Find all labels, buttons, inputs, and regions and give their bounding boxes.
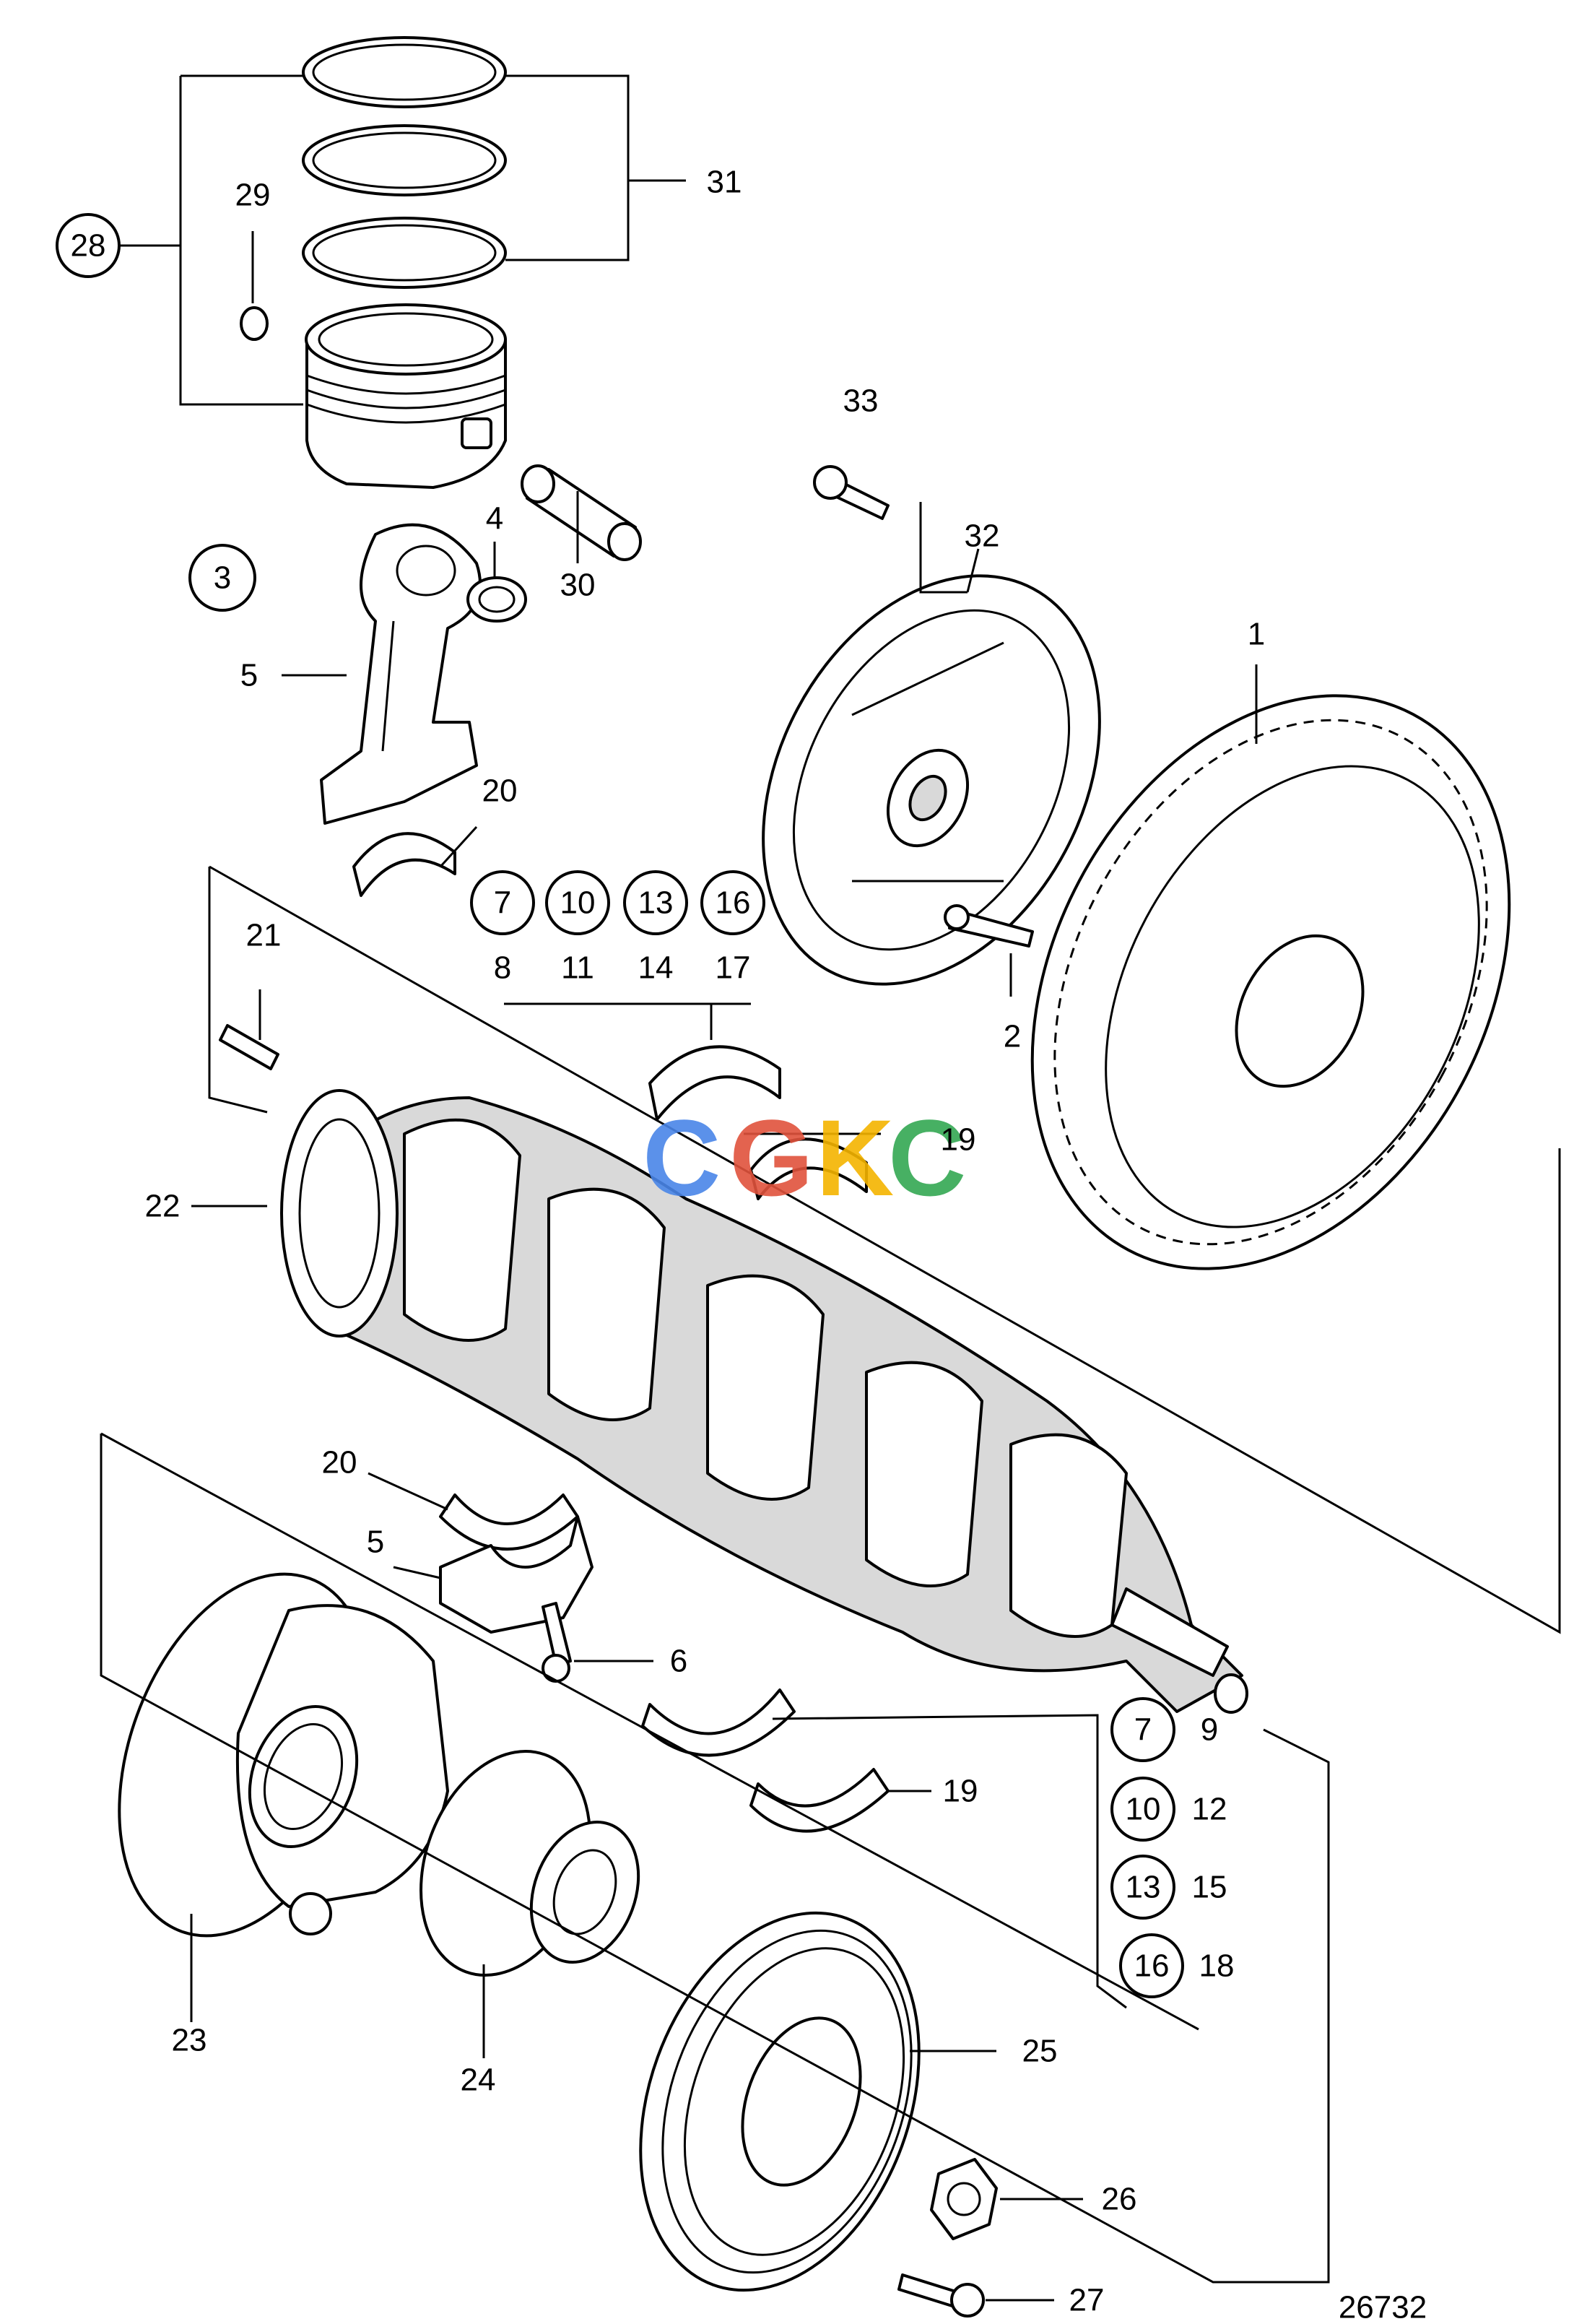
callout-31: 31 <box>707 165 742 200</box>
callout-30: 30 <box>560 568 596 603</box>
front-cover <box>118 1572 449 1938</box>
callout-22: 22 <box>145 1189 181 1224</box>
callout-28: 28 <box>71 228 106 264</box>
flexplate-bolt <box>813 465 890 520</box>
piston <box>305 303 507 489</box>
callout-10b: 10 <box>1126 1792 1161 1827</box>
watermark-letter-1: C <box>643 1097 721 1218</box>
callout-27: 27 <box>1069 2283 1105 2318</box>
circled-callouts <box>56 213 1184 1998</box>
callout-17: 17 <box>716 950 751 986</box>
watermark-letter-2: G <box>729 1097 814 1218</box>
callout-5a: 5 <box>240 658 258 693</box>
callout-2: 2 <box>1004 1019 1021 1054</box>
callout-1: 1 <box>1248 617 1265 652</box>
callout-3: 3 <box>214 560 231 596</box>
flexplate <box>762 574 1101 986</box>
callout-18: 18 <box>1199 1948 1235 1984</box>
callout-5b: 5 <box>367 1525 384 1560</box>
bearing-shell-lower-rod <box>439 1493 579 1551</box>
bearing-shell-upper-rod <box>352 832 456 897</box>
piston-pin <box>521 464 642 561</box>
callout-21: 21 <box>246 918 282 953</box>
watermark: C G K C <box>643 1097 966 1218</box>
callout-6: 6 <box>670 1644 687 1679</box>
crankshaft-pulley <box>639 1911 921 2292</box>
pulley-bolt <box>897 2273 985 2318</box>
callout-29: 29 <box>235 178 271 213</box>
callout-8: 8 <box>494 950 511 986</box>
crankshaft <box>280 1089 1248 1714</box>
watermark-letter-3: K <box>816 1097 894 1218</box>
callout-12: 12 <box>1192 1792 1227 1827</box>
thrust-washer-lower <box>749 1768 890 1833</box>
callout-labels: 1 2 3 4 5 5 6 7 8 10 11 13 14 16 17 7 9 … <box>71 165 1427 2324</box>
callout-20a: 20 <box>482 773 518 809</box>
callout-13b: 13 <box>1126 1870 1161 1905</box>
callout-14: 14 <box>638 950 674 986</box>
callout-33: 33 <box>843 383 879 419</box>
leader-lines <box>100 74 1561 2302</box>
callout-19b: 19 <box>943 1774 978 1809</box>
figure-number: 26732 <box>1339 2290 1427 2324</box>
callout-24: 24 <box>461 2063 496 2098</box>
bushing <box>466 576 527 623</box>
callout-7a: 7 <box>494 885 511 921</box>
callout-9: 9 <box>1201 1712 1218 1748</box>
main-bearing-shell-lower <box>641 1688 796 1757</box>
flywheel-bolt <box>944 904 1034 948</box>
watermark-letter-4: C <box>888 1097 966 1218</box>
callout-7b: 7 <box>1134 1712 1152 1748</box>
callout-13a: 13 <box>638 885 674 921</box>
callout-10a: 10 <box>560 885 596 921</box>
connecting-rod <box>320 523 482 825</box>
callout-16b: 16 <box>1134 1948 1170 1984</box>
callout-11: 11 <box>561 950 594 986</box>
dowel-pin <box>219 1024 279 1070</box>
callout-4: 4 <box>486 501 503 537</box>
callout-32: 32 <box>965 519 1000 554</box>
pulley-nut <box>930 2158 998 2240</box>
thrust-washer-upper <box>749 1137 868 1200</box>
main-bearing-shell-upper <box>648 1045 781 1121</box>
flywheel <box>1030 694 1511 1270</box>
callout-20b: 20 <box>322 1445 357 1480</box>
circlip <box>240 306 269 341</box>
piston-rings <box>302 36 507 289</box>
callout-25: 25 <box>1022 2034 1058 2069</box>
callout-15: 15 <box>1192 1870 1227 1905</box>
callout-19a: 19 <box>941 1122 976 1158</box>
callout-23: 23 <box>172 2023 207 2058</box>
callout-26: 26 <box>1102 2182 1137 2217</box>
callout-16a: 16 <box>716 885 751 921</box>
